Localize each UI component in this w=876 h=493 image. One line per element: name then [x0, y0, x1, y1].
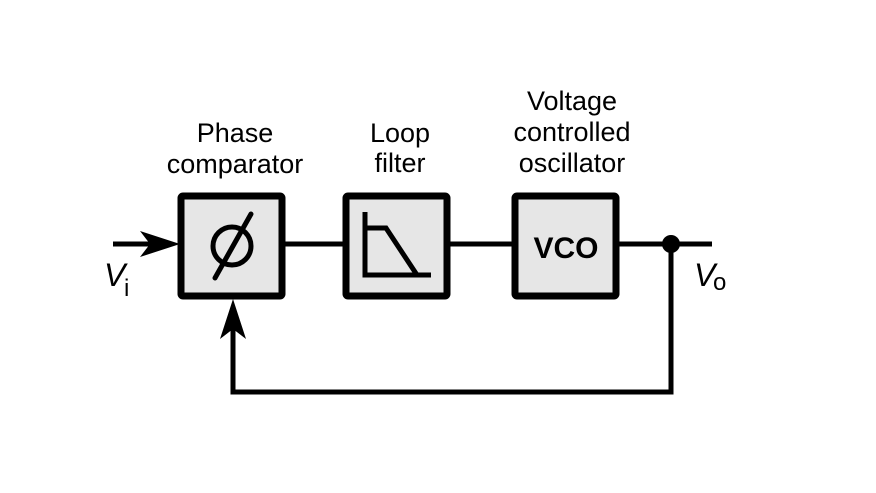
output-label: V o [694, 257, 726, 296]
block-label-line: filter [374, 148, 425, 178]
vco-block: VCO Voltage controlled oscillator [511, 86, 631, 300]
low-pass-filter-icon [362, 212, 431, 278]
phase-symbol-icon [210, 211, 254, 281]
input-label-sub: i [124, 275, 129, 302]
input-label: V i [104, 257, 129, 302]
block-label-line: Voltage [527, 86, 617, 116]
input-label-main: V [104, 257, 128, 293]
phase-comparator-block: Phase comparator [167, 118, 304, 300]
block-label-line: comparator [167, 149, 304, 179]
feedback-arrow-icon [220, 299, 246, 339]
vco-symbol: VCO [533, 232, 598, 265]
block-label-line: controlled [513, 117, 630, 147]
output-label-main: V [694, 257, 718, 293]
input-arrow-icon [140, 231, 180, 257]
block-label-line: Phase [197, 118, 274, 148]
junction-dot [662, 235, 680, 253]
block-label-line: Loop [370, 118, 430, 148]
feedback-wire [230, 244, 674, 395]
block-label-line: oscillator [519, 148, 626, 178]
output-label-sub: o [713, 269, 726, 296]
loop-filter-block: Loop filter [342, 118, 451, 300]
